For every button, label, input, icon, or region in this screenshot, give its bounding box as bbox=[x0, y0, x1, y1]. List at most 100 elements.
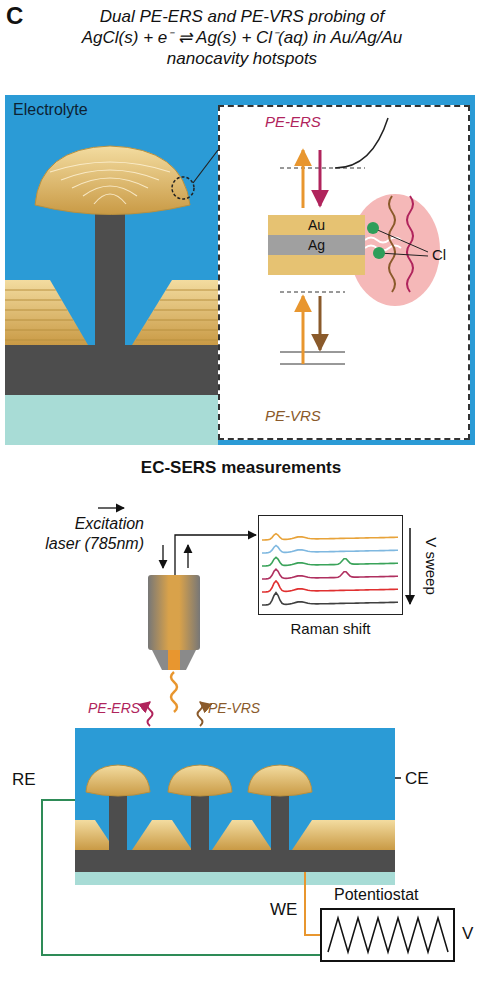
top-cell-part-part bbox=[5, 330, 79, 331]
ag-layer: Ag bbox=[268, 235, 365, 255]
electrolyte-panel: ElectrolytePE-ERS PE-VRS AuAg bbox=[5, 95, 475, 445]
top-cell-part bbox=[132, 280, 218, 345]
signal-label: PE-VRS bbox=[208, 700, 260, 716]
raman-setup-part bbox=[162, 545, 163, 568]
top-cell-part-part bbox=[5, 300, 62, 301]
bottom-cell-part bbox=[42, 800, 320, 955]
top-cell-part bbox=[35, 146, 190, 215]
inset-zoom-part bbox=[268, 255, 365, 275]
electrode-label: RE bbox=[12, 770, 36, 790]
bottom-cell-part bbox=[292, 820, 395, 850]
bottom-cell-part bbox=[395, 777, 401, 779]
top-cell-part-part bbox=[5, 320, 73, 321]
raman-setup bbox=[98, 508, 410, 726]
top-cell-part bbox=[50, 162, 170, 204]
raman-setup-part-part bbox=[262, 593, 398, 605]
top-cell-part bbox=[95, 200, 125, 345]
inset-zoom bbox=[218, 105, 470, 440]
bottom-cell-part-part bbox=[248, 765, 312, 796]
top-cell-part bbox=[5, 345, 218, 395]
top-cell-part-part bbox=[5, 290, 56, 291]
bottom-cell-part bbox=[75, 728, 395, 850]
node-text: Raman shift bbox=[290, 620, 370, 637]
top-cell-part-part bbox=[5, 310, 67, 311]
spectrum-box: Raman shiftV sweep bbox=[258, 515, 403, 615]
top-cell-part-part bbox=[136, 340, 218, 341]
zoom-inset: PE-ERS PE-VRS AuAg bbox=[218, 105, 470, 440]
bottom-cell-part bbox=[86, 765, 312, 850]
raman-setup-part bbox=[187, 545, 188, 568]
inset-zoom-part bbox=[302, 296, 305, 364]
inset-zoom-part bbox=[280, 168, 365, 169]
bottom-cell bbox=[42, 728, 448, 955]
bottom-cell-part bbox=[212, 820, 272, 850]
section-heading: EC-SERS measurements bbox=[0, 458, 482, 478]
inset-zoom-part bbox=[280, 364, 345, 365]
panel-letter: C bbox=[6, 2, 23, 30]
raman-setup-part-part bbox=[262, 557, 398, 566]
signal-label: PE-ERS bbox=[88, 700, 140, 716]
voltage-label: V bbox=[462, 924, 473, 944]
top-cell-part-part bbox=[166, 290, 218, 291]
bottom-cell-part-part bbox=[86, 765, 150, 796]
raman-setup-part bbox=[98, 507, 124, 508]
top-cell-part-part bbox=[148, 320, 218, 321]
inset-zoom-part bbox=[335, 118, 388, 168]
top-cell-part-part bbox=[154, 310, 218, 311]
bottom-cell-part bbox=[75, 872, 395, 885]
inset-zoom-part bbox=[379, 253, 428, 256]
raman-setup-part bbox=[409, 528, 411, 604]
node-text: PE-ERS bbox=[265, 113, 321, 130]
ion-label: Cl bbox=[432, 246, 446, 263]
bottom-cell-part-part bbox=[271, 790, 289, 850]
raman-setup-part bbox=[152, 650, 196, 670]
inset-zoom-part bbox=[280, 292, 345, 293]
top-cell-part-part bbox=[160, 300, 218, 301]
raman-setup-part-part bbox=[262, 534, 398, 540]
top-cell-part bbox=[172, 177, 194, 199]
node-text: Electrolyte bbox=[13, 101, 88, 119]
inset-zoom-part bbox=[302, 150, 305, 208]
inset-zoom-part bbox=[319, 150, 322, 206]
top-cell-part bbox=[5, 95, 475, 445]
raman-setup-part bbox=[168, 650, 180, 670]
inset-zoom-part bbox=[367, 222, 379, 234]
raman-setup-part bbox=[171, 672, 177, 712]
raman-setup-part-part bbox=[262, 546, 398, 554]
raman-setup-part bbox=[262, 534, 398, 605]
inset-zoom-part bbox=[218, 105, 470, 440]
top-cell-part bbox=[5, 395, 218, 445]
raman-setup-part-part bbox=[262, 581, 398, 592]
bottom-cell-part-part bbox=[191, 790, 209, 850]
inset-zoom-part bbox=[389, 196, 395, 292]
node-text: Au bbox=[308, 217, 325, 233]
laser-label: Excitation laser (785nm) bbox=[44, 514, 144, 554]
bottom-cell-part-part bbox=[168, 765, 232, 796]
node-text: Ag bbox=[308, 237, 325, 253]
electrode-label: CE bbox=[405, 769, 429, 789]
top-cell-part bbox=[5, 280, 88, 345]
potentiostat-box: Potentiostat bbox=[320, 908, 455, 962]
raman-setup-part bbox=[148, 575, 200, 650]
bottom-cell-part bbox=[75, 850, 395, 872]
bottom-cell-part bbox=[132, 820, 192, 850]
top-cell-part-part bbox=[142, 330, 218, 331]
electrode-label: WE bbox=[270, 900, 297, 920]
top-cell-part-part bbox=[94, 194, 126, 204]
raman-setup-part bbox=[148, 702, 153, 726]
node-text: PE-VRS bbox=[265, 407, 321, 424]
top-cell-part bbox=[193, 150, 218, 183]
raman-setup-part bbox=[175, 535, 256, 575]
figure-title: Dual PE-ERS and PE-VRS probing of AgCl(s… bbox=[72, 6, 412, 69]
node-text: Potentiostat bbox=[334, 886, 419, 904]
node-text: V sweep bbox=[423, 537, 440, 595]
bottom-cell-part bbox=[328, 918, 448, 952]
raman-setup-part bbox=[198, 702, 203, 726]
bottom-cell-part bbox=[305, 872, 320, 935]
bottom-cell-part-part bbox=[109, 790, 127, 850]
inset-zoom-part bbox=[319, 296, 322, 350]
inset-zoom-part bbox=[373, 247, 385, 259]
raman-setup-part-part bbox=[262, 569, 398, 579]
au-layer: Au bbox=[268, 215, 365, 235]
